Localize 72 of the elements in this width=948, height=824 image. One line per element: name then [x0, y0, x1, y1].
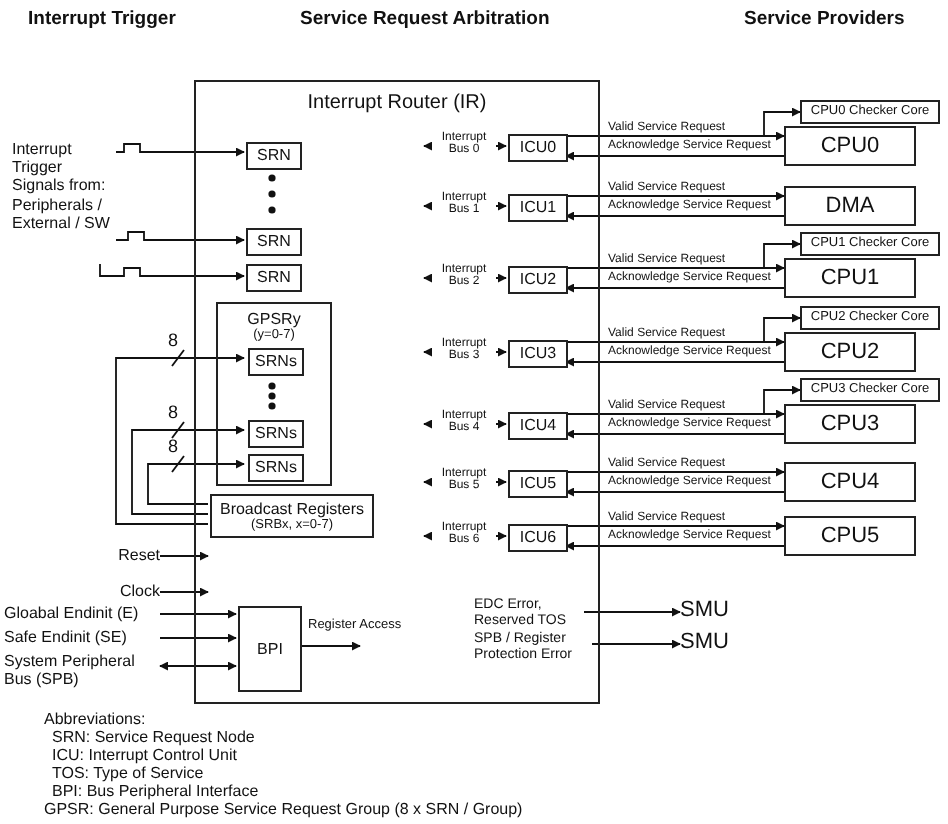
arrow [115, 353, 245, 525]
arrow [565, 357, 785, 367]
arrow [131, 425, 245, 515]
icu-box: ICU3 [508, 340, 568, 368]
edge-label: 8 [168, 438, 179, 457]
arrow [159, 661, 237, 671]
srn-box: SRNs [248, 420, 304, 448]
srn-box: SRN [246, 228, 302, 256]
icu-box: ICU1 [508, 194, 568, 222]
abbreviation-text: GPSR: General Purpose Service Request Group (8 x SRN / Group) [44, 800, 523, 818]
provider-box: CPU4 [784, 462, 916, 502]
arrow [159, 633, 237, 643]
srn-box: SRN [246, 264, 302, 292]
input-text: Reset [80, 546, 160, 566]
arrow [159, 587, 209, 597]
icu-box: ICU0 [508, 134, 568, 162]
abbreviation-text: BPI: Bus Peripheral Interface [52, 782, 259, 800]
icu-box: ICU5 [508, 470, 568, 498]
arrow [565, 467, 785, 477]
arrow [565, 521, 785, 531]
provider-box: CPU3 [784, 404, 916, 444]
group-block [216, 302, 332, 486]
arrow [115, 143, 245, 157]
srn-box: SRNs [248, 348, 304, 376]
provider-box: CPU1 [784, 258, 916, 298]
arrow [115, 231, 245, 245]
abbreviation-text: SRN: Service Request Node [52, 728, 255, 746]
block-title: Interrupt Router (IR) [307, 92, 487, 115]
block-title: GPSRy [247, 310, 301, 328]
srn-box: SRNs [248, 454, 304, 482]
edge-label: 8 [168, 332, 179, 351]
smu-text: SMU [680, 598, 740, 626]
abbreviation-text: TOS: Type of Service [52, 764, 204, 782]
arrow [565, 487, 785, 497]
arrow [565, 283, 785, 293]
arrow [583, 607, 681, 617]
provider-box: CPU0 [784, 126, 916, 166]
arrow [99, 263, 245, 281]
arrow [565, 541, 785, 551]
provider-box: DMA [784, 186, 916, 226]
interface-block: BPI [238, 606, 302, 692]
icu-box: ICU4 [508, 412, 568, 440]
arrow [591, 639, 681, 649]
smu-text: SMU [680, 630, 740, 658]
input-text: Safe Endinit (SE) [4, 628, 160, 648]
column-heading: Service Request Arbitration [300, 8, 550, 30]
arrow [565, 429, 785, 439]
srn-box: SRN [246, 142, 302, 170]
provider-box: CPU5 [784, 516, 916, 556]
arrow [159, 551, 209, 561]
arrow [565, 239, 801, 269]
icu-box: ICU2 [508, 266, 568, 294]
arrow [565, 107, 801, 137]
column-heading: Service Providers [744, 8, 905, 30]
provider-box: CPU2 [784, 332, 916, 372]
abbreviation-text: ICU: Interrupt Control Unit [52, 746, 237, 764]
abbreviations-heading: Abbreviations: [44, 710, 146, 728]
arrow [565, 191, 785, 201]
trigger-text: Interrupt Trigger Signals from: Peripherals / External / SW [12, 140, 116, 264]
arrow [565, 313, 801, 343]
arrow [565, 385, 801, 415]
arrow [147, 459, 245, 505]
arrow [565, 151, 785, 161]
input-text: Clock [80, 582, 160, 602]
input-text: System Peripheral Bus (SPB) [4, 652, 160, 692]
arrow [299, 641, 361, 651]
column-heading: Interrupt Trigger [28, 8, 176, 30]
icu-box: ICU6 [508, 524, 568, 552]
edge-label: 8 [168, 404, 179, 423]
input-text: Gloabal Endinit (E) [4, 604, 160, 624]
arrow [159, 609, 237, 619]
arrow [565, 211, 785, 221]
